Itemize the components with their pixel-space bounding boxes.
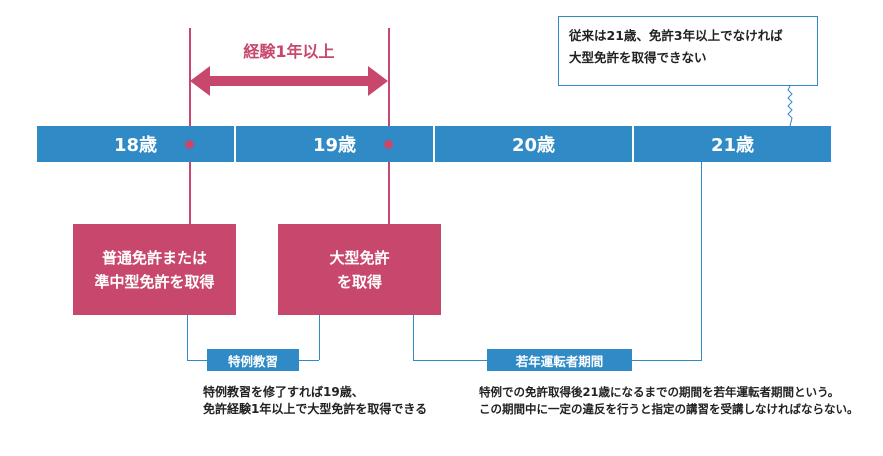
callout-box: 従来は21歳、免許3年以上でなければ 大型免許を取得できない: [558, 16, 818, 86]
young-driver-period-label: 若年運転者期間: [487, 349, 632, 371]
young-driver-period-note-line-1: 特例での免許取得後21歳になるまでの期間を若年運転者期間という。: [479, 385, 840, 399]
license-box-ordinary-line-1: 普通免許または: [101, 248, 207, 267]
double-arrow-icon: [190, 66, 388, 96]
experience-range-label: 経験1年以上: [243, 42, 335, 61]
special-training-note: 特例教習を修了すれば19歳、 免許経験1年以上で大型免許を取得できる: [203, 384, 427, 418]
connector-large-across: [299, 360, 319, 361]
license-box-large-line-1: 大型免許: [329, 248, 390, 267]
connector-large-down: [319, 315, 320, 360]
license-box-ordinary-line-2: 準中型免許を取得: [94, 272, 215, 291]
connector-ordinary-down: [187, 315, 188, 360]
young-driver-period-note: 特例での免許取得後21歳になるまでの期間を若年運転者期間という。 この期間中に一…: [479, 384, 859, 418]
connector-period-right-down: [701, 162, 702, 360]
callout-line-1: 従来は21歳、免許3年以上でなければ: [569, 28, 783, 43]
license-box-large: 大型免許 を取得: [278, 224, 441, 315]
connector-ordinary-across: [187, 360, 207, 361]
connector-period-left-across: [413, 360, 487, 361]
marker-dot-19: [384, 140, 393, 149]
license-box-large-line-2: を取得: [336, 272, 382, 291]
marker-dot-18: [185, 140, 194, 149]
callout-connector: [787, 86, 793, 126]
special-training-label: 特例教習: [207, 349, 299, 371]
license-box-ordinary: 普通免許または 準中型免許を取得: [73, 224, 236, 315]
callout-line-2: 大型免許を取得できない: [569, 50, 707, 65]
age-19: 19歳: [236, 126, 435, 162]
age-21: 21歳: [634, 126, 831, 162]
age-timeline: 18歳 19歳 20歳 21歳: [37, 126, 831, 162]
young-driver-period-note-line-2: この期間中に一定の違反を行うと指定の講習を受講しなければならない。: [479, 402, 859, 416]
special-training-note-line-2: 免許経験1年以上で大型免許を取得できる: [203, 402, 428, 416]
age-20: 20歳: [435, 126, 634, 162]
connector-period-left-down: [413, 315, 414, 360]
age-18: 18歳: [37, 126, 236, 162]
connector-period-right-across: [632, 360, 702, 361]
special-training-note-line-1: 特例教習を修了すれば19歳、: [203, 385, 364, 399]
